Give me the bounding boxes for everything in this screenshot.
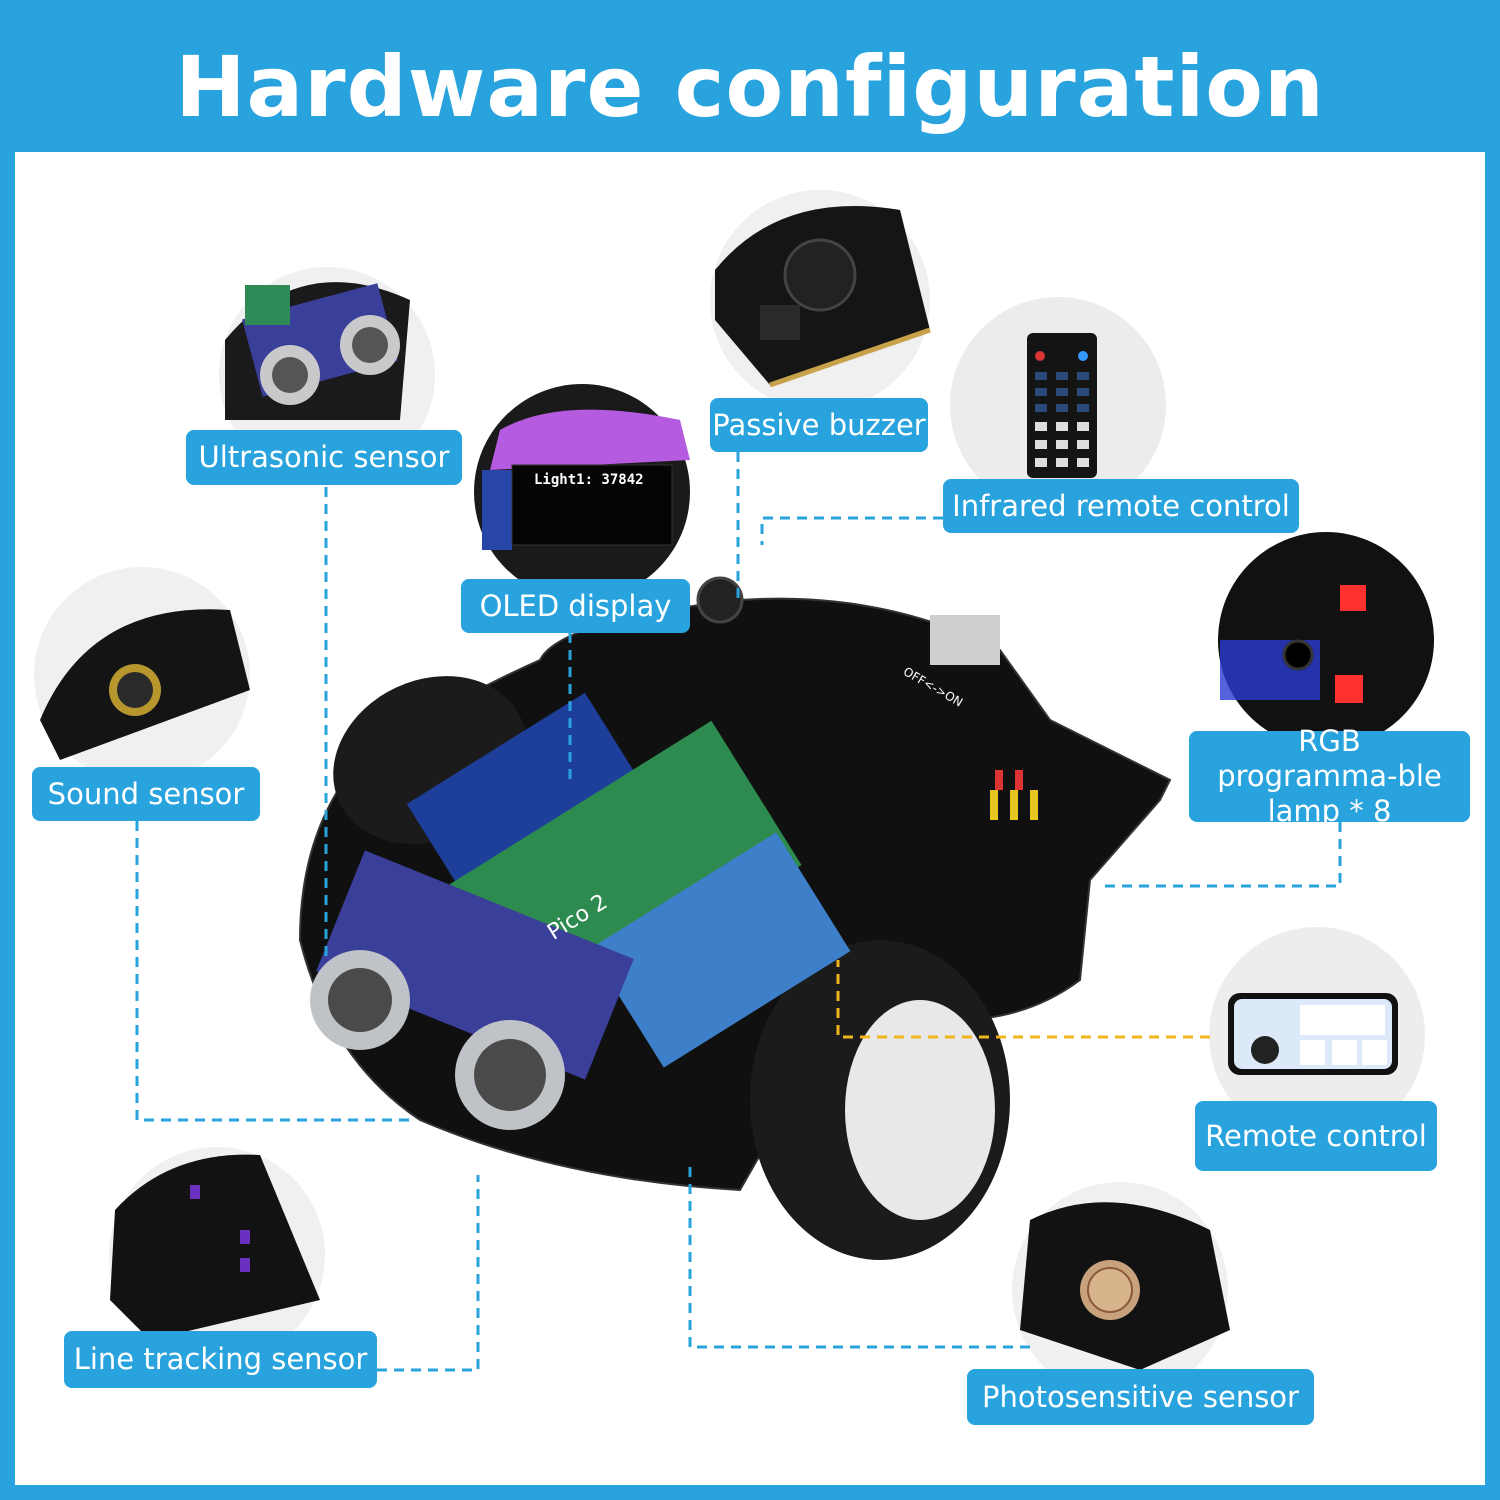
label-remote-control: Remote control — [1195, 1101, 1437, 1171]
ultrasonic-photo — [219, 267, 435, 483]
label-passive-buzzer: Passive buzzer — [710, 398, 928, 452]
oled-photo — [474, 384, 690, 600]
phone-photo — [1209, 927, 1425, 1143]
page-title: Hardware configuration — [175, 38, 1325, 136]
label-oled-display: OLED display — [461, 579, 690, 633]
label-photosensitive-sensor: Photosensitive sensor — [967, 1369, 1314, 1425]
sound-photo — [34, 567, 250, 783]
remote-connector-line — [836, 960, 1210, 1039]
photosensitive-photo — [1012, 1182, 1230, 1398]
ultrasonic-module — [316, 850, 634, 1080]
rgb-photo — [1218, 532, 1434, 748]
line-tracking-photo — [109, 1147, 325, 1363]
label-line-tracking-sensor: Line tracking sensor — [64, 1331, 377, 1388]
right-wheel — [750, 940, 1010, 1260]
robot-car — [298, 576, 1172, 1260]
connector-lines — [135, 452, 1342, 1372]
label-ultrasonic-sensor: Ultrasonic sensor — [186, 430, 462, 485]
label-rgb-lamp: RGB programma-ble lamp * 8 — [1189, 724, 1470, 828]
oled-screen-text: Light1: 37842 — [534, 472, 644, 488]
oled-module — [406, 692, 644, 898]
ir-remote-photo — [950, 297, 1166, 513]
label-sound-sensor: Sound sensor — [32, 767, 260, 821]
bluetooth-module — [589, 832, 851, 1068]
power-switch — [930, 615, 1000, 665]
buzzer-photo — [710, 190, 931, 410]
label-infrared-remote-control: Infrared remote control — [943, 479, 1299, 533]
